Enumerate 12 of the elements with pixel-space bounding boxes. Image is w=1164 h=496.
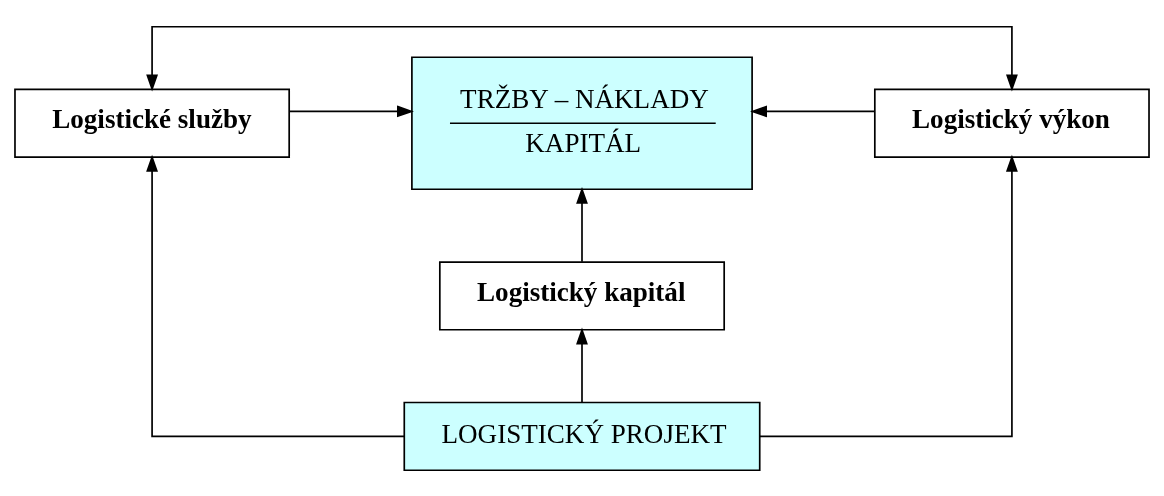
arrow (146, 25, 1018, 91)
node-box: Logistický výkon (873, 88, 1150, 158)
arrow (750, 104, 876, 117)
node-box: Logistický kapitál (438, 260, 726, 331)
node-box: TRŽBY – NÁKLADY KAPITÁL (411, 55, 753, 190)
node-box: LOGISTICKÝ PROJEKT (403, 401, 761, 471)
arrow (146, 154, 405, 437)
arrow (759, 154, 1018, 437)
arrow (576, 186, 588, 263)
arrow (288, 104, 414, 117)
arrow (576, 327, 588, 403)
node-box: Logistické služby (14, 88, 291, 158)
